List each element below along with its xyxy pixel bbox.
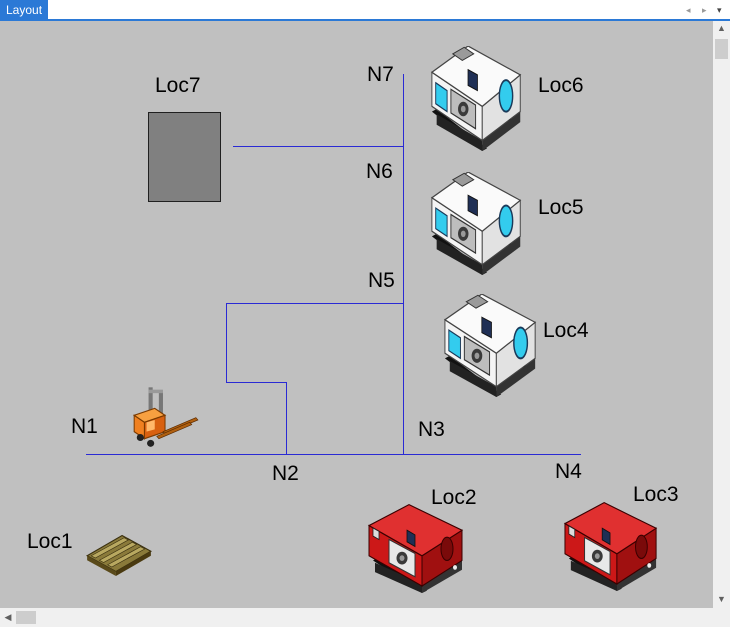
loc4-label: Loc4	[543, 319, 589, 342]
loc2-cnc-lathe-red-icon[interactable]	[367, 500, 467, 593]
scroll-left-icon[interactable]: ◀	[4, 612, 12, 622]
tab-scroll-right-icon[interactable]: ▸	[702, 5, 707, 15]
tab-layout[interactable]: Layout	[0, 0, 49, 21]
path-branch-n2	[286, 382, 287, 454]
scroll-up-icon[interactable]: ▲	[717, 23, 726, 33]
horizontal-scroll-thumb[interactable]	[16, 611, 36, 624]
loc7-label: Loc7	[155, 74, 201, 97]
loc2-label: Loc2	[431, 486, 477, 509]
loc5-label: Loc5	[538, 196, 584, 219]
path-branch-mid	[226, 382, 287, 383]
loc1-label: Loc1	[27, 530, 73, 553]
loc6-label: Loc6	[538, 74, 584, 97]
loc3-label: Loc3	[633, 483, 679, 506]
node-n3-label: N3	[418, 418, 445, 441]
path-n7-n3	[403, 74, 404, 454]
loc3-cnc-lathe-red-icon[interactable]	[563, 498, 661, 591]
horizontal-scrollbar[interactable]: ◀	[0, 608, 713, 627]
tab-scroll-left-icon[interactable]: ◂	[686, 5, 691, 15]
forklift-icon[interactable]	[128, 385, 200, 455]
path-n1-n4	[86, 454, 581, 455]
node-n6-label: N6	[366, 160, 393, 183]
path-n5-branch	[226, 303, 404, 304]
loc7-storage-box[interactable]	[148, 112, 221, 202]
node-n7-label: N7	[367, 63, 394, 86]
loc4-cnc-lathe-white-icon[interactable]	[443, 294, 540, 397]
loc5-cnc-lathe-white-icon[interactable]	[430, 172, 525, 275]
path-branch-down	[226, 303, 227, 382]
scroll-down-icon[interactable]: ▼	[717, 594, 726, 604]
document-tab-bar: Layout ◂ ▸ ▾	[0, 0, 730, 21]
node-n4-label: N4	[555, 460, 582, 483]
node-n5-label: N5	[368, 269, 395, 292]
vertical-scrollbar[interactable]: ▲ ▼	[713, 21, 730, 608]
node-n2-label: N2	[272, 462, 299, 485]
scrollbar-corner	[713, 608, 730, 627]
tab-menu-chevron-down-icon[interactable]: ▾	[717, 5, 722, 15]
vertical-scroll-thumb[interactable]	[715, 39, 728, 59]
layout-canvas[interactable]: Loc7 Loc6 Loc5 Loc4 Loc2 Loc3 Loc1 N7 N6…	[0, 21, 713, 608]
node-n1-label: N1	[71, 415, 98, 438]
loc6-cnc-lathe-white-icon[interactable]	[430, 46, 525, 151]
pallet-icon[interactable]	[83, 531, 155, 576]
path-loc7-n6	[233, 146, 404, 147]
